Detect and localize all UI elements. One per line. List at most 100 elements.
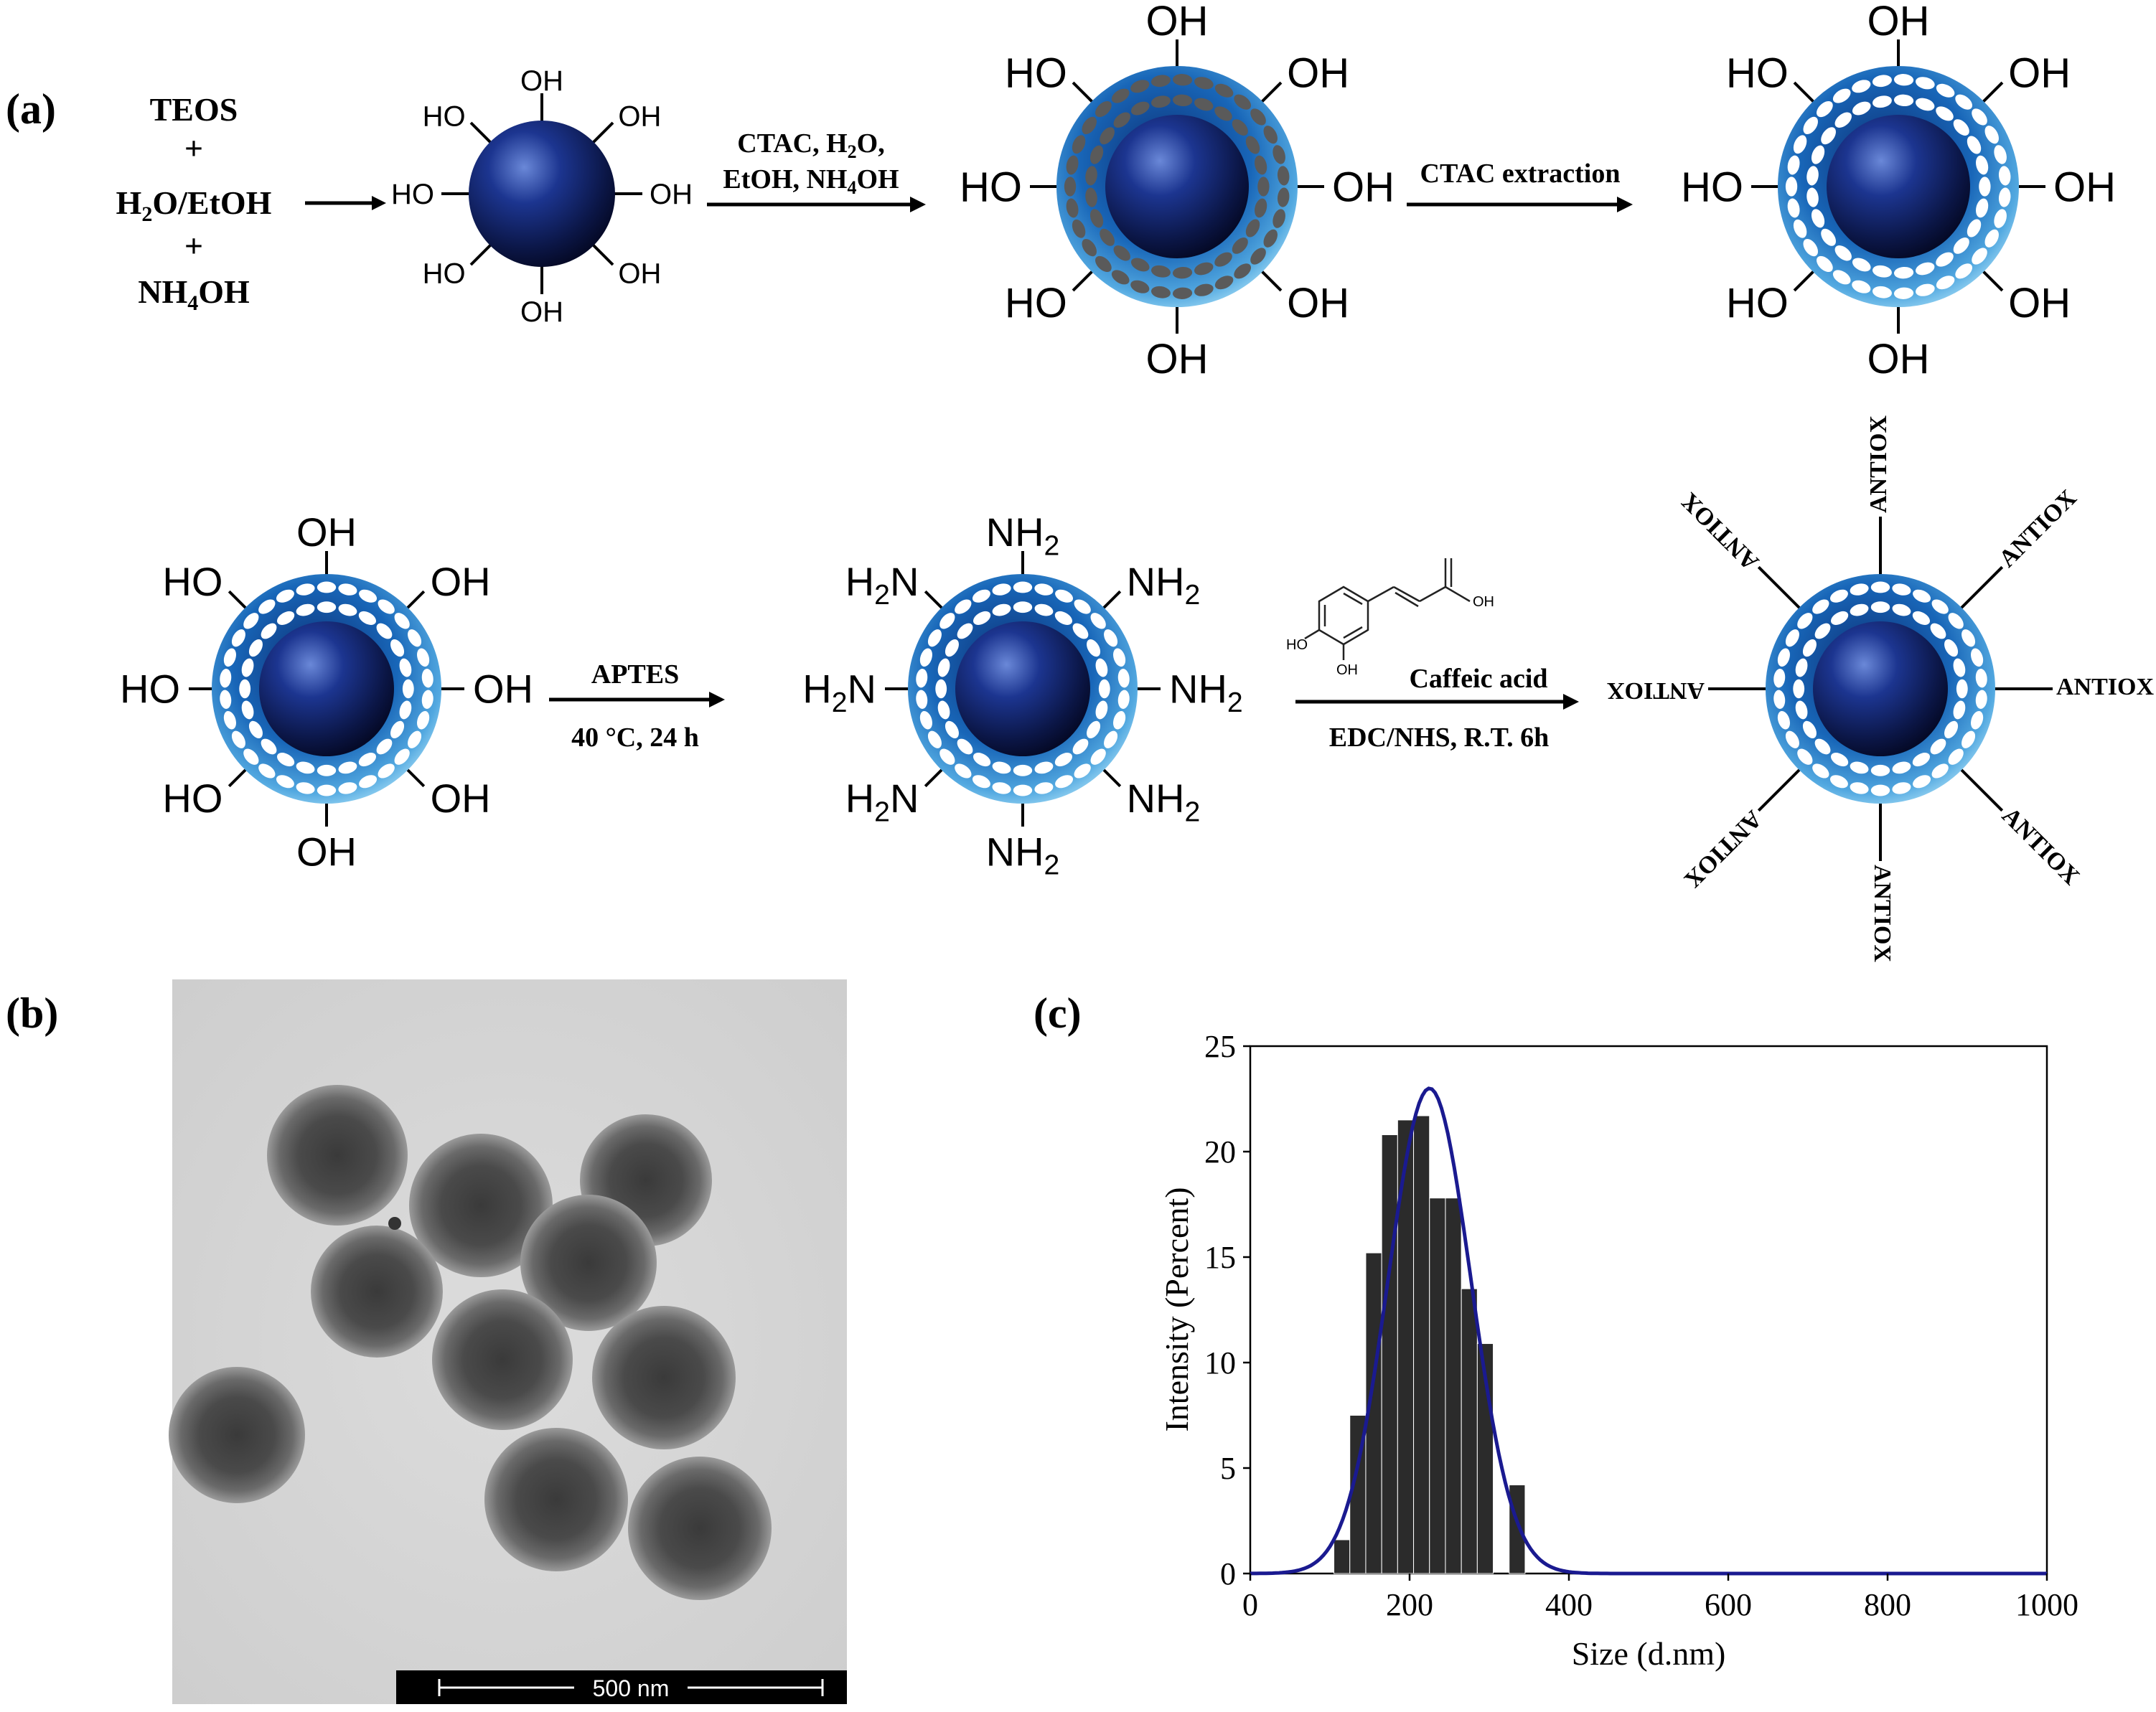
pore bbox=[1098, 679, 1110, 699]
pore bbox=[378, 599, 395, 614]
arrow-4 bbox=[549, 692, 725, 707]
pore bbox=[1113, 648, 1126, 667]
pore bbox=[1245, 219, 1260, 237]
pore bbox=[1797, 613, 1813, 629]
x-tick-label: 600 bbox=[1705, 1587, 1752, 1622]
pore bbox=[1812, 599, 1829, 614]
functional-group-label: OH bbox=[431, 559, 491, 604]
tem-particle bbox=[520, 1195, 657, 1331]
pore bbox=[1034, 782, 1054, 794]
pore bbox=[317, 601, 337, 613]
pore bbox=[1150, 286, 1171, 298]
pore bbox=[1870, 601, 1890, 613]
reactant-plus-2: + bbox=[184, 227, 203, 264]
antiox-label: ANTIOX bbox=[1869, 865, 1895, 962]
pore bbox=[376, 623, 393, 639]
pore bbox=[1100, 228, 1115, 246]
pore bbox=[1944, 720, 1959, 738]
functional-group-label: HO bbox=[1681, 164, 1743, 210]
pore bbox=[1130, 80, 1150, 93]
tem-particle bbox=[169, 1367, 305, 1503]
pore bbox=[1013, 601, 1033, 613]
pore bbox=[1955, 263, 1973, 279]
pore bbox=[1998, 187, 2011, 207]
histogram-bar bbox=[1429, 1198, 1446, 1574]
pore bbox=[1956, 679, 1968, 699]
functional-group-label: OH bbox=[473, 667, 533, 712]
pore bbox=[1850, 761, 1869, 774]
reactant-teos: TEOS bbox=[150, 91, 238, 128]
functional-group-label: NH2 bbox=[986, 829, 1060, 880]
pore bbox=[1936, 83, 1955, 98]
pore bbox=[1150, 95, 1171, 108]
pore bbox=[939, 613, 955, 629]
pore bbox=[1194, 283, 1214, 296]
pore bbox=[1194, 77, 1214, 90]
step-2-label: CTAC extraction bbox=[1420, 159, 1621, 189]
pore bbox=[408, 730, 422, 748]
pore bbox=[338, 782, 357, 794]
pore bbox=[1074, 599, 1091, 614]
pore bbox=[277, 611, 295, 625]
pore bbox=[223, 710, 236, 730]
caffeic-oh-ring-label: OH bbox=[1336, 662, 1358, 678]
pore bbox=[1811, 209, 1825, 228]
pore bbox=[1172, 74, 1193, 86]
pore bbox=[338, 761, 357, 774]
pore bbox=[1892, 583, 1911, 596]
pore bbox=[1117, 669, 1130, 688]
pore bbox=[1787, 198, 1800, 218]
pore bbox=[937, 700, 950, 720]
pore bbox=[1054, 611, 1072, 625]
pore bbox=[1998, 166, 2011, 186]
functional-group-label: H2N bbox=[802, 667, 876, 718]
pore bbox=[1773, 669, 1786, 688]
pore bbox=[408, 629, 422, 647]
bond-line bbox=[589, 121, 614, 147]
pore bbox=[1087, 639, 1101, 657]
arrow-1 bbox=[305, 196, 386, 210]
pore bbox=[1074, 763, 1091, 779]
pore bbox=[1250, 248, 1266, 265]
pore bbox=[1893, 266, 1914, 279]
pore bbox=[1852, 258, 1871, 272]
functional-group-label: HO bbox=[423, 101, 466, 133]
pore bbox=[276, 775, 294, 789]
pore bbox=[394, 748, 410, 765]
pore bbox=[1013, 764, 1033, 776]
pore bbox=[1972, 248, 1987, 265]
functional-group-label: OH bbox=[1146, 336, 1209, 382]
pore bbox=[1892, 782, 1911, 794]
histogram-bar bbox=[1509, 1485, 1526, 1574]
y-tick-label: 5 bbox=[1220, 1451, 1236, 1486]
pore bbox=[258, 599, 276, 614]
pore bbox=[261, 623, 277, 639]
pore bbox=[1852, 80, 1871, 93]
pore bbox=[241, 658, 254, 677]
pore bbox=[927, 730, 942, 748]
histogram-bar bbox=[1413, 1115, 1430, 1574]
panel-label-a: (a) bbox=[6, 85, 56, 133]
pore bbox=[1936, 276, 1955, 290]
pore bbox=[1234, 263, 1252, 279]
functional-group-label: OH bbox=[650, 179, 693, 210]
pore bbox=[1085, 166, 1097, 186]
pore bbox=[1104, 629, 1118, 647]
tem-particle bbox=[409, 1134, 553, 1277]
pore bbox=[945, 720, 959, 738]
pore bbox=[231, 629, 245, 647]
pore bbox=[1255, 155, 1267, 175]
tem-particle bbox=[432, 1289, 573, 1430]
functional-group-label: H2N bbox=[845, 559, 919, 611]
pore bbox=[223, 648, 236, 667]
pore bbox=[1214, 276, 1234, 290]
pore bbox=[258, 763, 276, 779]
pore bbox=[1034, 583, 1054, 596]
pore bbox=[1104, 730, 1118, 748]
histogram-bar bbox=[1334, 1539, 1351, 1574]
pore bbox=[1821, 228, 1836, 246]
pore bbox=[1806, 187, 1819, 207]
pore bbox=[399, 700, 412, 720]
pore bbox=[1930, 623, 1946, 639]
